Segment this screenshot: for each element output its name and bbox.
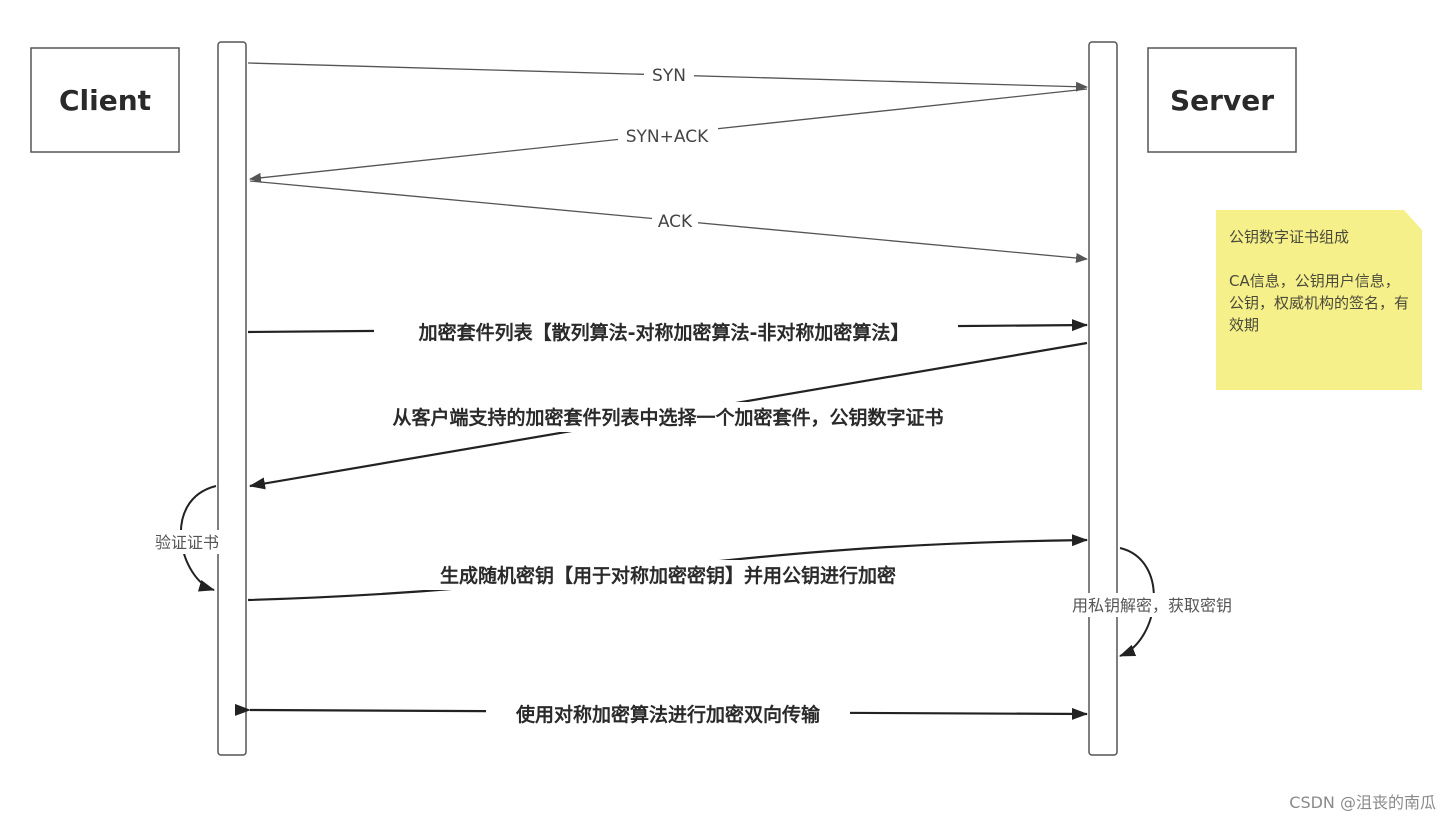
- note-body: CA信息，公钥用户信息，公钥，权威机构的签名，有效期: [1229, 272, 1410, 334]
- ack-label: ACK: [658, 212, 693, 232]
- cipher-list-label: 加密套件列表【散列算法-对称加密算法-非对称加密算法】: [418, 321, 910, 344]
- verify-cert-label: 验证证书: [155, 533, 219, 552]
- client-box: Client: [30, 47, 180, 153]
- server-lifeline: [1088, 41, 1118, 756]
- server-select-label: 从客户端支持的加密套件列表中选择一个加密套件，公钥数字证书: [392, 406, 943, 429]
- client-lifeline: [217, 41, 247, 756]
- server-label: Server: [1170, 84, 1274, 117]
- syn-ack-label: SYN+ACK: [626, 127, 709, 147]
- decrypt-label: 用私钥解密，获取密钥: [1072, 596, 1232, 615]
- note-title: 公钥数字证书组成: [1229, 228, 1350, 246]
- server-box: Server: [1147, 47, 1297, 153]
- bidirectional-label: 使用对称加密算法进行加密双向传输: [515, 703, 821, 726]
- certificate-note: 公钥数字证书组成 CA信息，公钥用户信息，公钥，权威机构的签名，有效期: [1216, 210, 1422, 390]
- random-key-label: 生成随机密钥【用于对称加密密钥】并用公钥进行加密: [440, 564, 896, 587]
- syn-label: SYN: [652, 66, 686, 86]
- client-label: Client: [59, 84, 151, 117]
- watermark: CSDN @沮丧的南瓜: [1289, 793, 1436, 812]
